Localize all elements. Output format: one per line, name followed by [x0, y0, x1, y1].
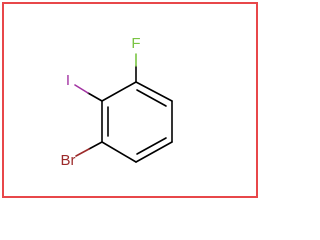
bromine-label: Br — [61, 152, 76, 169]
bond-c6-c1 — [101, 81, 137, 102]
bond-ring-br-dark — [88, 141, 103, 150]
bond-ring-i-light — [74, 84, 89, 94]
bond-c3-c4 — [135, 141, 173, 163]
image-frame — [2, 2, 258, 198]
bond-ring-br-light — [75, 148, 90, 157]
bond-ring-i-dark — [87, 92, 103, 102]
molecule-diagram: F I Br — [61, 35, 173, 169]
substituent-bonds — [74, 53, 137, 157]
bond-c4-c5 — [101, 141, 137, 163]
benzene-ring — [101, 81, 173, 163]
double-bond-inner-2 — [136, 137, 167, 155]
bond-c1-c2 — [135, 81, 173, 102]
double-bond-inner-1 — [136, 89, 167, 107]
iodine-label: I — [66, 72, 70, 89]
fluorine-label: F — [131, 35, 140, 52]
